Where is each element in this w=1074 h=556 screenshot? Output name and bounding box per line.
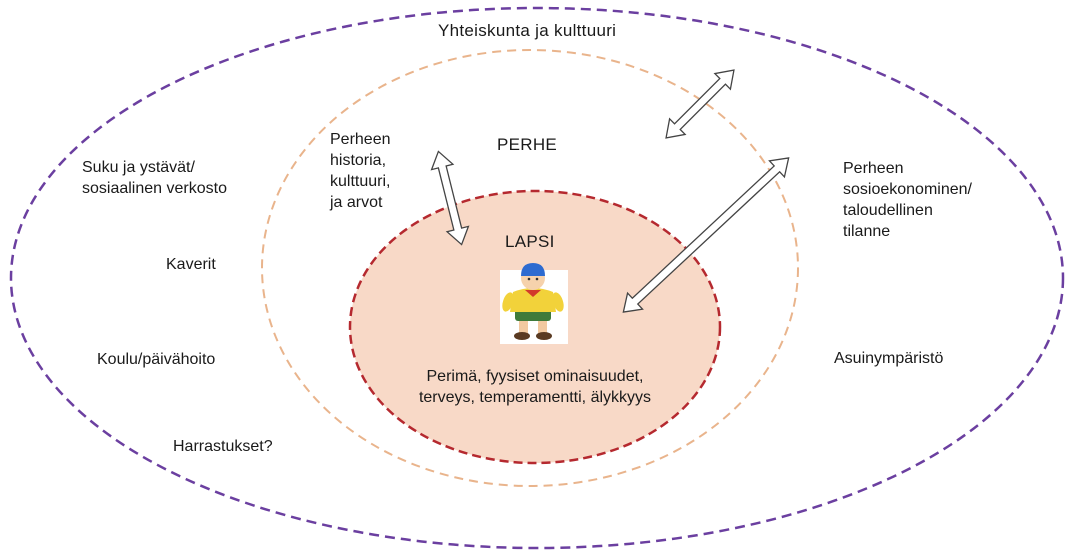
outer-label: Yhteiskunta ja kulttuuri xyxy=(438,21,617,40)
relatives-friends-line-1: Suku ja ystävät/ xyxy=(82,159,195,176)
outer-ellipse xyxy=(9,6,1065,550)
middle-label: PERHE xyxy=(497,135,558,154)
inner-text-line-2: terveys, temperamentti, älykkyys xyxy=(418,389,652,406)
socioeconomic-line-2: sosioekonominen/ xyxy=(843,181,972,198)
family-history-line-2: historia, xyxy=(330,152,387,169)
socioeconomic-line-3: taloudellinen xyxy=(843,202,933,219)
living-environment-label: Asuinympäristö xyxy=(834,350,944,367)
socioeconomic-line-4: tilanne xyxy=(843,223,891,240)
hobbies-label: Harrastukset? xyxy=(173,438,273,455)
child-toy-figure-icon xyxy=(500,263,568,344)
arrow-socioeconomic-child xyxy=(622,157,790,313)
family-history-line-4: ja arvot xyxy=(330,194,383,211)
family-history-line-3: kulttuuri, xyxy=(330,173,391,190)
inner-text: Perimä, fyysiset ominaisuudet, terveys, … xyxy=(385,366,685,408)
relatives-friends-label: Suku ja ystävät/ sosiaalinen verkosto xyxy=(82,157,227,199)
arrow-family-child xyxy=(430,150,470,246)
friends-label: Kaverit xyxy=(166,256,216,273)
school-daycare-label: Koulu/päivähoito xyxy=(97,351,216,368)
arrow-society-family xyxy=(665,69,735,139)
relatives-friends-line-2: sosiaalinen verkosto xyxy=(82,180,227,197)
inner-label: LAPSI xyxy=(505,232,555,251)
family-history-label: Perheen historia, kulttuuri, ja arvot xyxy=(330,129,391,213)
socioeconomic-label: Perheen sosioekonominen/ taloudellinen t… xyxy=(843,158,972,242)
inner-text-line-1: Perimä, fyysiset ominaisuudet, xyxy=(426,368,644,385)
socioeconomic-line-1: Perheen xyxy=(843,160,904,177)
middle-ellipse xyxy=(261,49,799,487)
family-history-line-1: Perheen xyxy=(330,131,391,148)
